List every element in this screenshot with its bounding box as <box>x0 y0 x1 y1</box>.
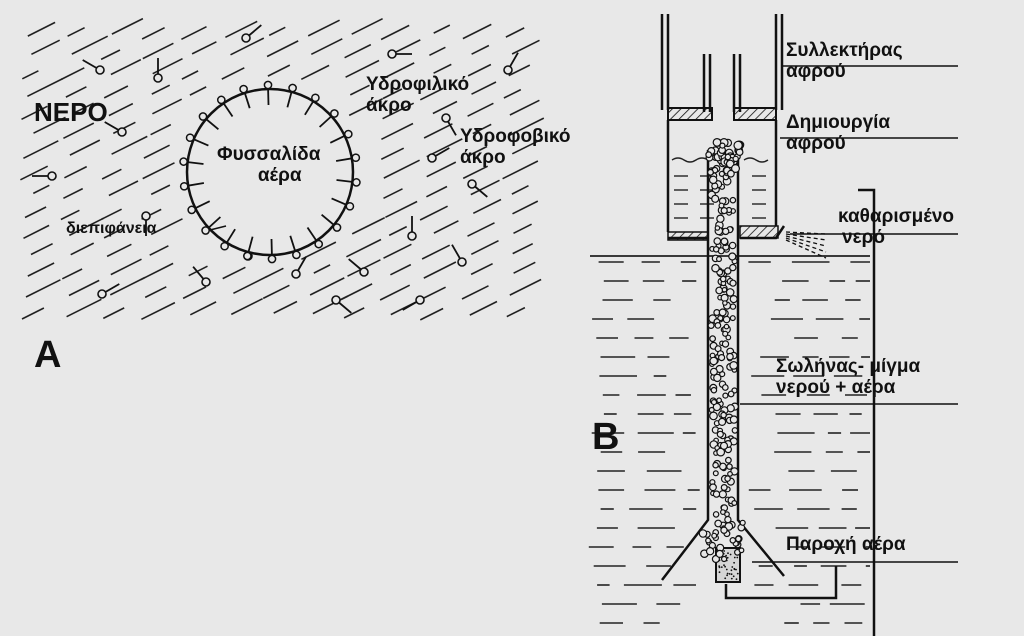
air-supply-pipe <box>724 566 838 600</box>
hydrophobic-end-line2: άκρο <box>460 147 506 169</box>
panel-a-water-hatching <box>20 17 545 321</box>
tube-mixture-label: Σωλήνας- μίγμα νερού + αέρα <box>776 356 920 399</box>
air-bubble-label: Φυσσαλίδα αέρα <box>217 144 320 187</box>
panel-b-drawing <box>588 14 958 636</box>
tank-wall <box>858 188 876 636</box>
foam-generation-label: Δημιουργία αφρού <box>786 112 890 155</box>
surfactant-molecules <box>32 24 519 314</box>
foam-collector-walls <box>660 14 784 110</box>
clean-water-line2: νερό <box>842 227 885 249</box>
hydrophobic-end-label: Υδροφοβικό άκρο <box>460 126 571 169</box>
label-leader-lines <box>740 65 958 563</box>
tube-mixture-line1: Σωλήνας- μίγμα <box>776 356 921 377</box>
interface-label: διεπιφάνεια <box>66 220 157 237</box>
foam-collector-label: Συλλεκτήρας αφρού <box>786 40 903 83</box>
flotation-apparatus <box>660 14 876 636</box>
panel-a-letter: A <box>34 334 62 376</box>
panel-b-letter: B <box>592 416 620 458</box>
air-bubble <box>185 87 355 257</box>
air-bubble-label-line2: αέρα <box>257 165 302 187</box>
hatched-plates <box>667 107 779 241</box>
tube-mixture-line2: νερού + αέρα <box>776 377 896 399</box>
rising-air-bubbles <box>698 137 746 564</box>
panel-b-water-hatching <box>588 157 870 624</box>
air-bubble-label-line1: Φυσσαλίδα <box>217 144 321 165</box>
foam-generation-line2: αφρού <box>786 133 846 155</box>
flotation-cell-walls <box>666 120 778 232</box>
riser-tube <box>661 150 785 581</box>
panel-a-drawing <box>20 17 545 321</box>
hydrophilic-end-line1: Υδροφιλικό <box>366 74 470 95</box>
clean-water-spray <box>785 231 827 259</box>
air-supply-label: Παροχή αέρα <box>786 534 906 555</box>
foam-collector-line2: αφρού <box>786 61 846 83</box>
hydrophilic-end-label: Υδροφιλικό άκρο <box>366 74 469 117</box>
hydrophobic-end-line1: Υδροφοβικό <box>460 126 571 147</box>
clean-water-line1: καθαρισμένο <box>838 206 954 227</box>
interface-pointer <box>209 225 227 231</box>
foam-outlet-pipe <box>702 54 742 112</box>
foam-collector-line1: Συλλεκτήρας <box>786 40 903 61</box>
bubble-surfactant-layer <box>179 80 361 264</box>
hydrophilic-end-line2: άκρο <box>366 95 412 117</box>
foam-generation-line1: Δημιουργία <box>786 112 891 133</box>
water-label: ΝΕΡΟ <box>34 97 108 127</box>
clean-water-label: καθαρισμένο νερό <box>838 206 954 249</box>
